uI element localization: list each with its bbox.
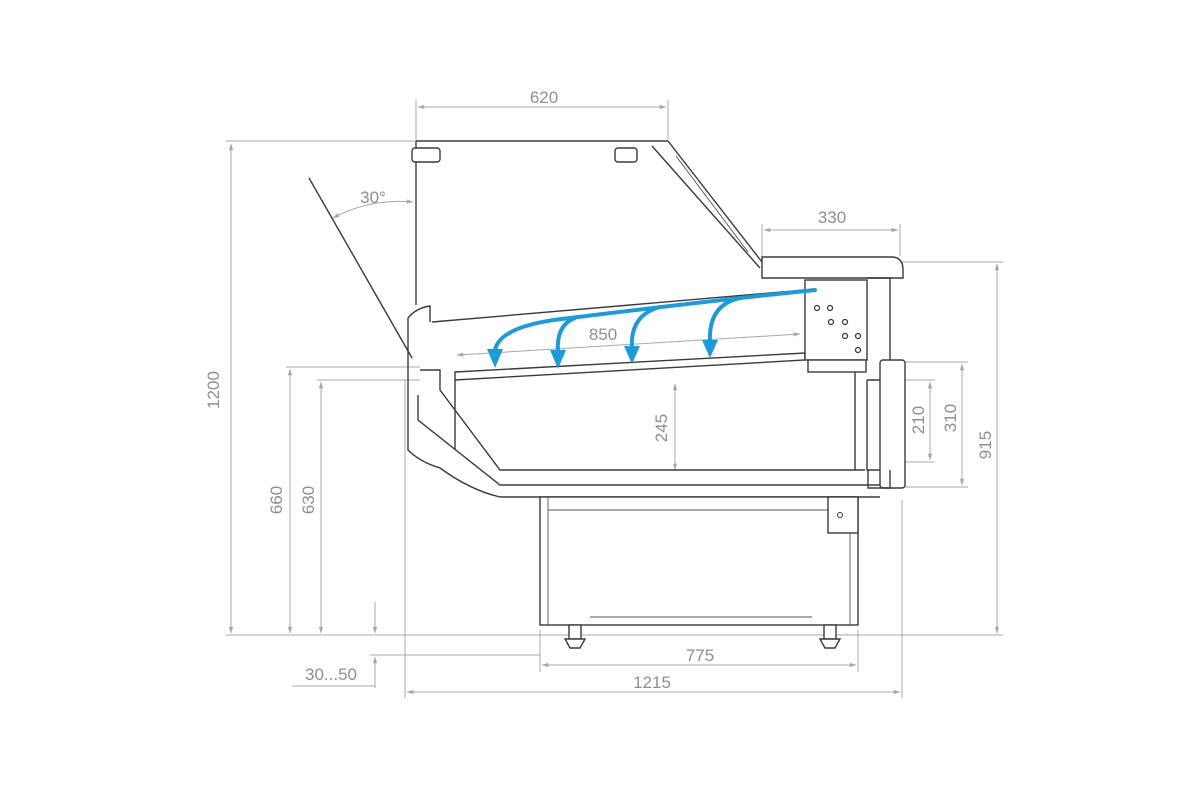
hinge-right: [614, 147, 638, 163]
dimension-lines: [226, 100, 1003, 698]
dim-1215: 1215: [633, 673, 671, 692]
evaporator-block: [804, 279, 868, 361]
dim-660: 660: [267, 486, 286, 514]
base-stand: [539, 496, 859, 626]
adjustable-feet: [563, 624, 842, 649]
airflow-arrows: [487, 288, 817, 369]
dim-1200: 1200: [204, 371, 223, 409]
dimension-labels: 620 30° 330 850 245 1200 660 630 210 310…: [204, 88, 995, 692]
hinge-left: [411, 147, 441, 163]
dim-30-deg: 30°: [360, 188, 386, 207]
vent-holes: [813, 304, 862, 354]
dim-620: 620: [530, 88, 558, 107]
dim-310: 310: [941, 404, 960, 432]
dim-30-50: 30...50: [305, 665, 357, 684]
dim-775: 775: [686, 646, 714, 665]
opened-glass-panel: [308, 177, 413, 359]
counter-outline: [308, 140, 906, 649]
dim-210: 210: [909, 406, 928, 434]
dim-850: 850: [589, 325, 617, 344]
dim-915: 915: [976, 431, 995, 459]
dim-330: 330: [818, 208, 846, 227]
dim-630: 630: [299, 486, 318, 514]
dim-245: 245: [652, 414, 671, 442]
